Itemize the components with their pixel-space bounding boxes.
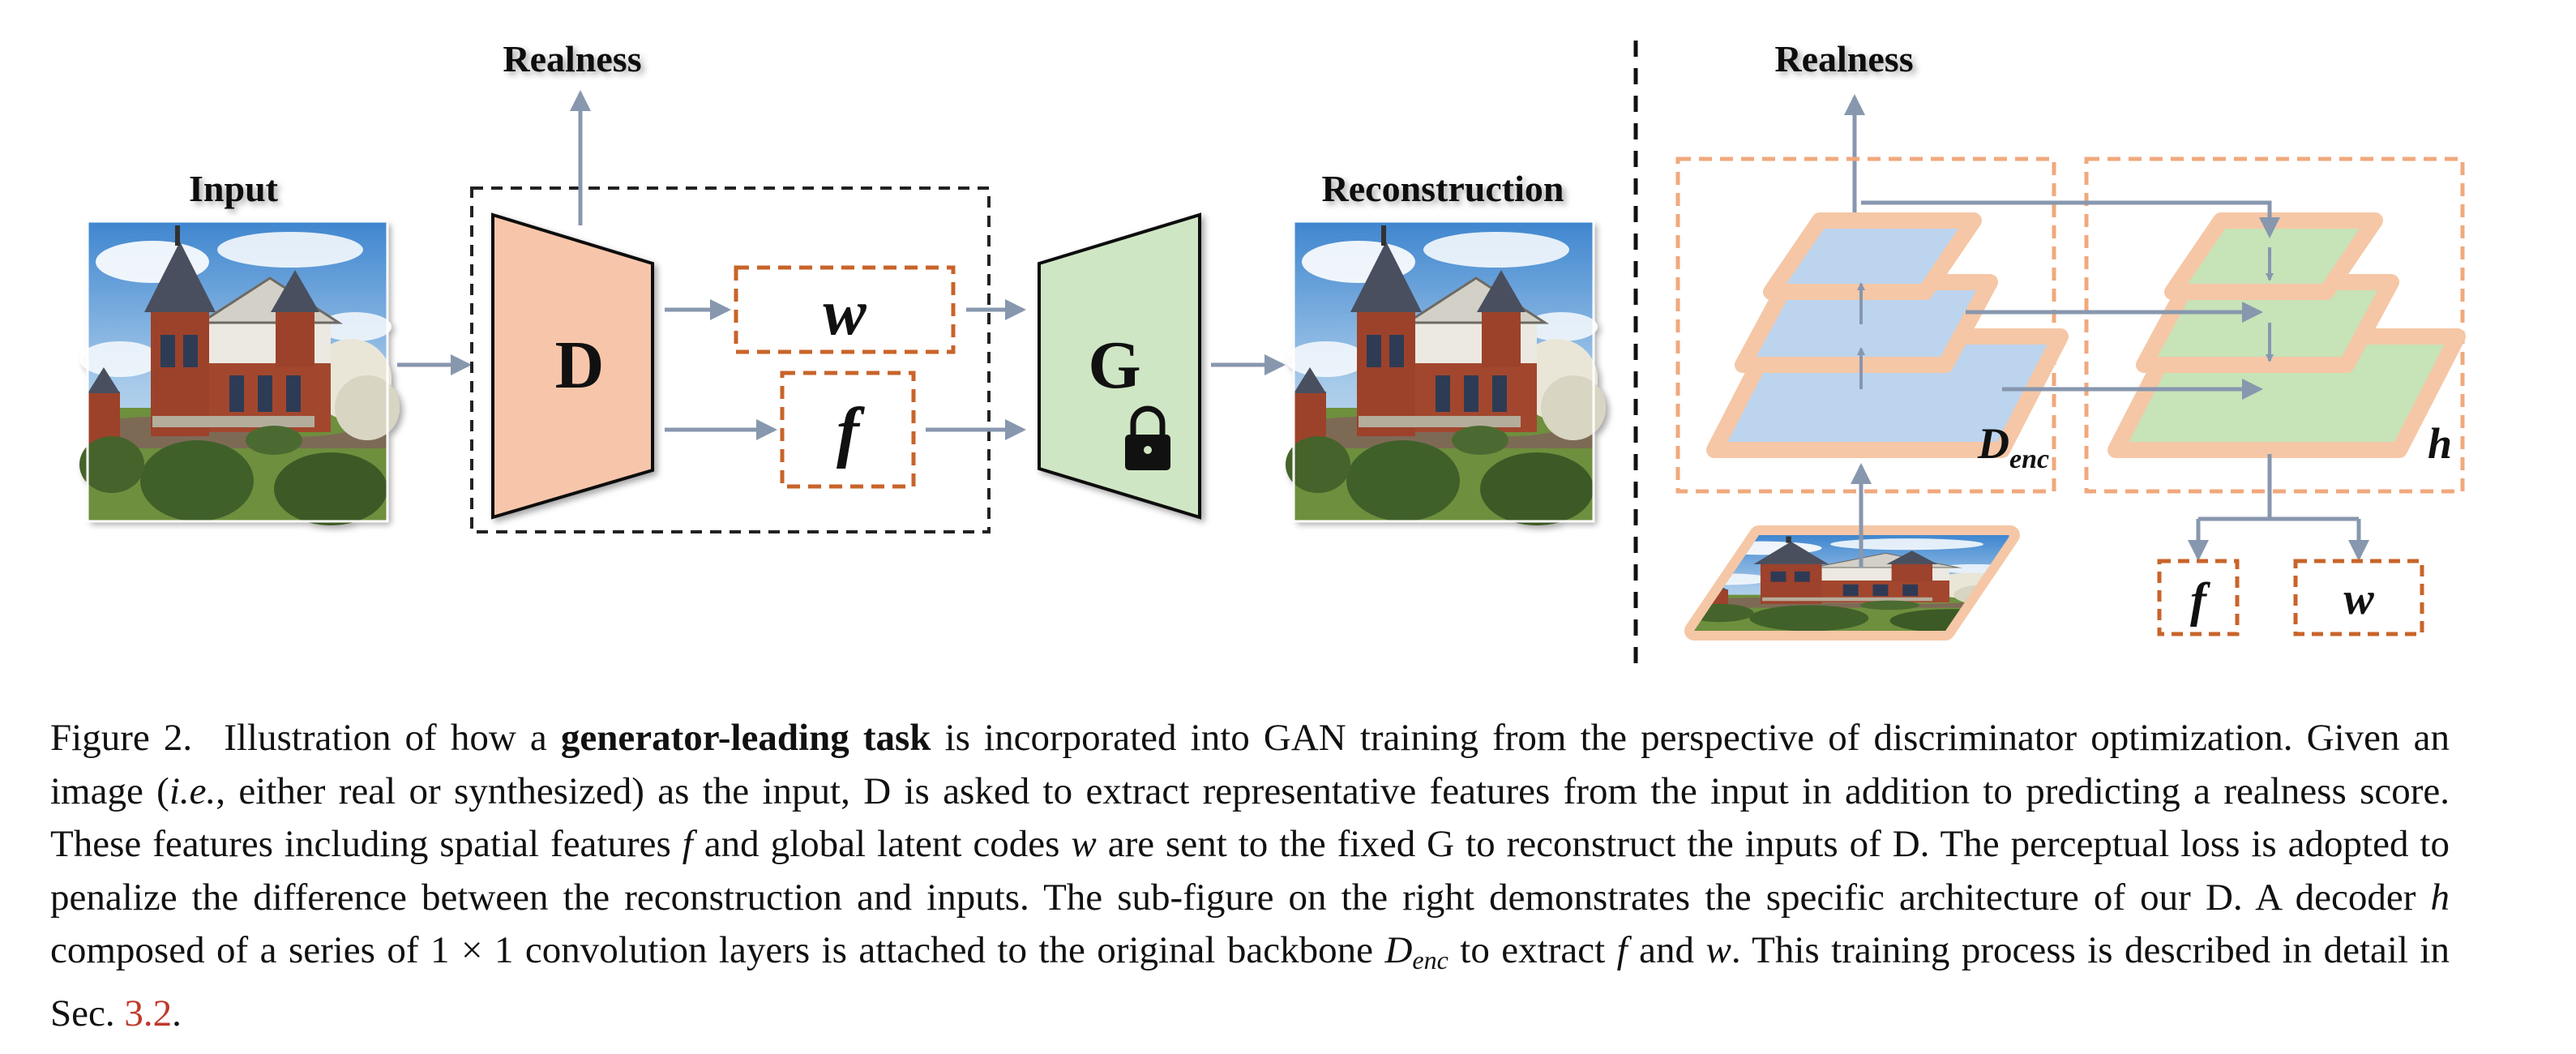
caption-ie: i.e.: [169, 769, 216, 812]
decoder-dashed-box: [2084, 156, 2465, 494]
caption-math-h: h: [2430, 876, 2450, 919]
encoder-layers: [1706, 212, 2069, 458]
feature-f-box: [780, 371, 916, 489]
skip-connection-top: [1861, 200, 2280, 238]
output-w-box: [2293, 559, 2424, 636]
caption-text: .: [172, 992, 182, 1035]
caption-text: and global latent codes: [692, 823, 1072, 865]
caption-text: . This training process is described in …: [50, 929, 2450, 1035]
reconstruction-label: Reconstruction: [1322, 168, 1564, 209]
caption-text: Illustration of how a: [224, 717, 561, 759]
caption-text: are sent to the fixed G to reconstruct t…: [50, 823, 2450, 919]
decoder-layer-2: [2136, 274, 2399, 373]
generator-label: G: [1088, 328, 1140, 403]
input-image: [78, 220, 401, 527]
latent-w-box: [734, 265, 956, 354]
encoder-label: Denc: [1977, 419, 2049, 474]
latent-w-label: w: [823, 277, 867, 349]
caption-bold-term: generator-leading task: [560, 717, 931, 759]
output-w-label: w: [2343, 574, 2374, 624]
caption-math-f: f: [1616, 929, 1628, 971]
caption-math-denc: D: [1384, 929, 1413, 971]
caption-math-w: w: [1071, 823, 1097, 865]
dashed-d-box: [470, 186, 991, 533]
caption-text: is incorporated into GAN training from t…: [50, 717, 2450, 812]
discriminator-d: [491, 212, 654, 520]
decoder-layers: [2107, 212, 2466, 458]
caption-text: composed of a series of: [50, 929, 431, 971]
discriminator-label: D: [555, 328, 605, 403]
lock-icon: [1125, 405, 1170, 470]
decoder-output-branch: [2198, 454, 2359, 521]
section-reference-link[interactable]: 3.2: [124, 992, 173, 1035]
output-f-box: [2157, 559, 2240, 636]
encoder-layer-2: [1735, 274, 1998, 373]
caption-math-denc-sub: enc: [1412, 945, 1448, 975]
caption-text: convolution layers is attached to the or…: [513, 929, 1385, 971]
figure-diagram: Input Realness D w f G Reconstruction Re…: [78, 38, 2466, 665]
caption-text: and: [1627, 929, 1706, 971]
caption-text: to extract: [1448, 929, 1617, 971]
decoder-layer-1: [2164, 212, 2383, 300]
caption-figure-label: Figure 2.: [50, 717, 193, 759]
figure-caption: Figure 2. Illustration of how a generato…: [50, 712, 2450, 1040]
caption-text: , either real or synthesized) as the inp…: [50, 769, 2450, 866]
caption-math-conv: 1 × 1: [430, 929, 514, 971]
caption-math-w: w: [1705, 929, 1731, 971]
caption-math-f: f: [682, 823, 693, 865]
encoder-dashed-box: [1675, 156, 2056, 494]
reconstruction-image: [1284, 220, 1607, 527]
decoder-label: h: [2428, 419, 2452, 468]
realness-right-label: Realness: [1774, 38, 1913, 79]
input-label: Input: [189, 168, 279, 209]
realness-left-label: Realness: [503, 38, 641, 79]
encoder-layer-1: [1763, 212, 1982, 300]
flattened-input-image: [1684, 525, 2020, 641]
